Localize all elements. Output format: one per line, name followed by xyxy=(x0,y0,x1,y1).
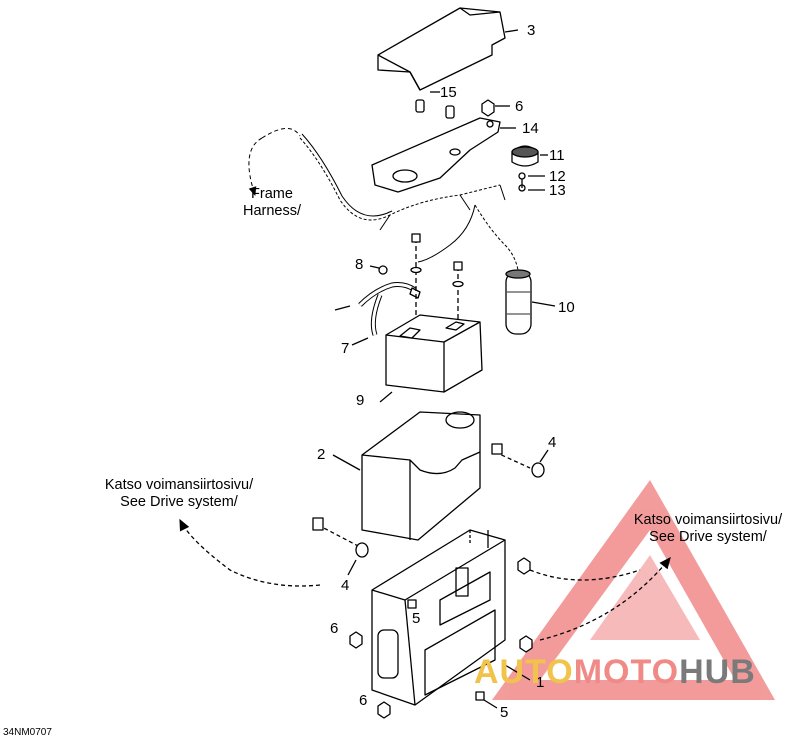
callout-1: 1 xyxy=(536,674,545,691)
callout-4-right: 4 xyxy=(548,434,557,451)
drive-system-note-left: Katso voimansiirtosivu/ See Drive system… xyxy=(84,477,274,511)
capacitor-cap-part xyxy=(511,145,548,167)
bolt-washer-right xyxy=(491,443,549,478)
drive-note-right-line-2: See Drive system/ xyxy=(649,529,767,545)
bolt-washer-left xyxy=(312,517,369,576)
drawing-code: 34NM0707 xyxy=(3,727,52,738)
watermark-logo: AUTOMOTOHUB xyxy=(474,652,756,692)
battery-holder-part xyxy=(332,411,481,541)
callout-14: 14 xyxy=(522,120,539,137)
frame-harness-line-1: Frame xyxy=(251,186,293,202)
drive-note-right-line-1: Katso voimansiirtosivu/ xyxy=(633,512,783,528)
drive-arrow-left xyxy=(179,518,321,587)
battery-cover-part xyxy=(377,7,519,91)
drive-note-left-line-1: Katso voimansiirtosivu/ xyxy=(104,477,254,493)
terminal-clip-part xyxy=(369,265,388,275)
callout-7: 7 xyxy=(341,340,350,357)
screw-part-5 xyxy=(407,599,498,709)
callout-5-lower: 5 xyxy=(500,704,509,721)
watermark-hub: HUB xyxy=(679,653,756,691)
callout-6-top: 6 xyxy=(515,98,524,115)
grommet-part xyxy=(415,91,455,119)
watermark-triangle xyxy=(492,480,775,700)
battery-cable-part xyxy=(334,282,421,346)
drive-note-left-line-2: See Drive system/ xyxy=(120,494,238,510)
callout-5-upper: 5 xyxy=(412,610,421,627)
bracket-part xyxy=(371,117,516,193)
frame-harness-note: Frame Harness/ xyxy=(232,186,312,220)
callout-3: 3 xyxy=(527,22,536,39)
callout-8: 8 xyxy=(355,256,364,273)
callout-13: 13 xyxy=(549,182,566,199)
screw-washer-part xyxy=(518,172,545,192)
watermark-moto: MOTO xyxy=(573,653,680,691)
callout-11: 11 xyxy=(549,147,565,164)
callout-12: 12 xyxy=(549,168,566,185)
callout-9: 9 xyxy=(356,392,365,409)
callout-2: 2 xyxy=(317,446,326,463)
wiring-harness xyxy=(248,128,519,271)
capacitor-part xyxy=(505,269,556,335)
nut-part-top xyxy=(481,99,510,117)
callout-6-bottom: 6 xyxy=(359,692,368,709)
frame-harness-line-2: Harness/ xyxy=(242,203,302,219)
nut-part-lower xyxy=(349,557,533,719)
callout-10: 10 xyxy=(558,299,575,316)
battery-tray-part xyxy=(371,529,531,706)
callout-6-mid: 6 xyxy=(330,620,339,637)
callout-4-left: 4 xyxy=(341,577,350,594)
battery-bolts xyxy=(410,233,464,330)
drive-arrow-right xyxy=(529,556,671,641)
watermark-auto: AUTO xyxy=(474,653,574,691)
drive-system-note-right: Katso voimansiirtosivu/ See Drive system… xyxy=(613,512,800,546)
battery-part xyxy=(379,314,483,403)
callout-15: 15 xyxy=(440,84,457,101)
